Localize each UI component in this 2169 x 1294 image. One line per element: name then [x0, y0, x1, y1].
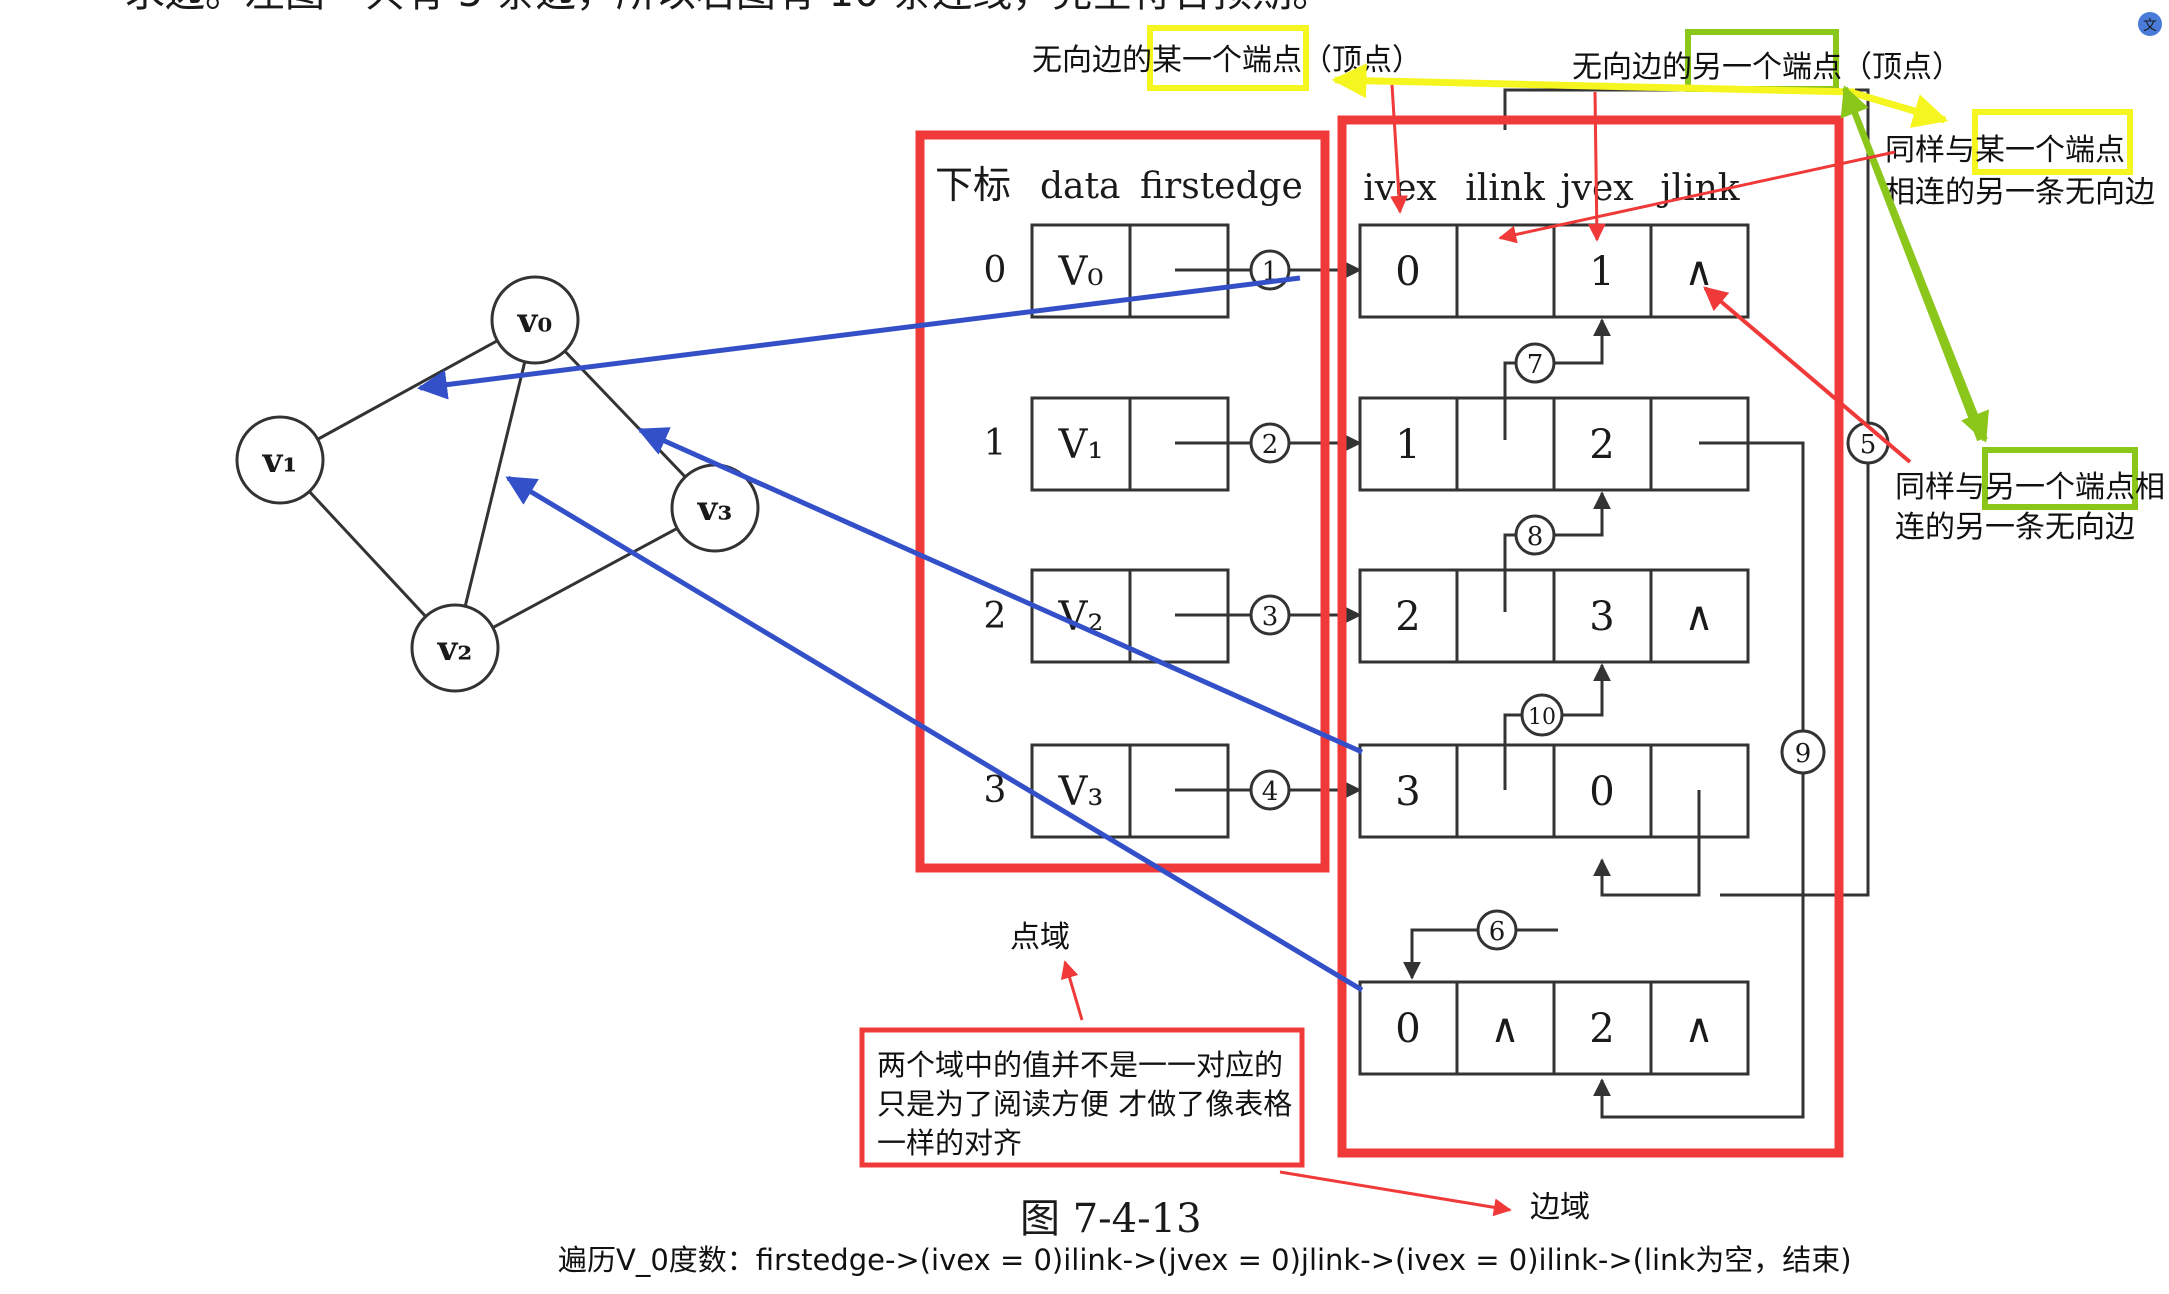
vertex-row-0: 0 V₀ 1	[984, 223, 1362, 319]
link-number: 2	[1262, 430, 1279, 460]
vertex-v2: v₂	[410, 603, 500, 693]
annotation-ivex: 无向边的某一个端点（顶点）	[1032, 43, 1422, 78]
figure-caption: 图 7-4-13	[1020, 1196, 1202, 1242]
vertex-table: 下标 data firstedge 0 V₀ 1 1 V₁ 2 2	[935, 163, 1362, 839]
vertex-label: v₁	[262, 441, 298, 481]
edge-v0-v1	[279, 318, 536, 462]
annotation-ilink-line2: 相连的另一条无向边	[1885, 175, 2155, 210]
ivex-value: 1	[1395, 422, 1420, 468]
blue-arrow-v3	[637, 427, 1364, 755]
red-arrow-jlink	[1703, 286, 1912, 464]
edge-domain-box	[1337, 115, 1844, 1158]
link-10: 10	[1503, 663, 1611, 790]
point-domain-label: 点域	[1010, 920, 1070, 955]
link-number: 4	[1262, 777, 1279, 807]
link-number: 10	[1528, 705, 1556, 730]
edge-row-0: 0 1 ∧	[1358, 223, 1750, 319]
vertex-v1: v₁	[235, 415, 325, 505]
highlight-box-ivex	[1147, 25, 1309, 91]
note-line-3: 一样的对齐	[877, 1126, 1022, 1160]
jvex-value: 2	[1589, 1006, 1614, 1052]
link-number: 5	[1860, 430, 1877, 460]
row-index: 0	[984, 250, 1007, 291]
link-9: 9	[1593, 441, 1826, 1119]
link-7: 7	[1503, 318, 1611, 440]
yellow-arrow-right	[1849, 88, 1949, 128]
note-line-2: 只是为了阅读方便 才做了像表格	[877, 1087, 1292, 1121]
annotation-jlink-line2: 连的另一条无向边	[1895, 510, 2135, 545]
red-arrow-point-domain	[1060, 960, 1084, 1021]
data-value: V₁	[1058, 422, 1104, 468]
bottom-text: 遍历V_0度数：firstedge->(ivex = 0)ilink->(jve…	[558, 1243, 1852, 1277]
edge-v2-v3	[454, 506, 716, 650]
ivex-value: 2	[1395, 594, 1420, 640]
point-domain-box	[915, 130, 1330, 873]
row-index: 3	[984, 770, 1007, 811]
top-text: 求边。左图一共有 5 条边，所以右图有 10 条连线，完全符合预期。	[125, 0, 1332, 16]
red-arrow-ilink	[1498, 150, 1896, 244]
jvex-value: 2	[1589, 422, 1614, 468]
header-index: 下标	[935, 163, 1011, 207]
vertex-label: v₀	[517, 301, 553, 341]
annotation-jvex: 无向边的另一个端点（顶点）	[1572, 50, 1962, 85]
translate-icon[interactable]: 文	[2138, 12, 2162, 36]
link-number: 9	[1795, 739, 1812, 769]
yellow-arrow-left	[1331, 63, 1856, 99]
row-index: 1	[984, 423, 1007, 464]
vertex-v0: v₀	[490, 275, 580, 365]
vertex-row-2: 2 V₂ 3	[984, 568, 1362, 664]
link-number: 8	[1527, 522, 1544, 552]
ivex-value: 0	[1395, 1006, 1420, 1052]
annotation-jlink-line1: 同样与另一个端点相	[1895, 470, 2165, 505]
vertex-row-1: 1 V₁ 2	[984, 396, 1362, 492]
red-arrow-ivex	[1389, 84, 1408, 214]
highlight-box-ilink	[1972, 109, 2133, 175]
header-data: data	[1040, 166, 1120, 207]
link-number: 3	[1262, 602, 1279, 632]
jlink-value: ∧	[1684, 1006, 1713, 1052]
data-value: V₃	[1058, 769, 1104, 815]
link-number: 6	[1489, 917, 1506, 947]
link-5: 5	[1503, 88, 1890, 897]
jvex-value: 3	[1589, 594, 1614, 640]
vertex-row-3: 3 V₃ 4	[984, 743, 1362, 839]
red-arrow-jvex	[1587, 91, 1606, 242]
edge-row-3: 3 0	[1358, 743, 1750, 839]
data-value: V₀	[1058, 249, 1104, 295]
svg-text:文: 文	[2143, 18, 2157, 34]
edge-row-4: 0 ∧ 2 ∧	[1358, 980, 1750, 1076]
jvex-value: 1	[1589, 249, 1614, 295]
vertex-label: v₂	[437, 629, 473, 669]
annotation-ilink-line1: 同样与某一个端点	[1885, 133, 2125, 168]
ilink-value: ∧	[1490, 1006, 1519, 1052]
header-ilink: ilink	[1465, 168, 1546, 209]
jlink-value: ∧	[1684, 249, 1713, 295]
ivex-value: 3	[1395, 769, 1420, 815]
blue-arrow-v0	[417, 275, 1301, 400]
edge-v0-v2	[453, 319, 537, 649]
row-index: 2	[984, 596, 1007, 637]
edge-domain-label: 边域	[1530, 1190, 1590, 1225]
vertex-label: v₃	[697, 489, 733, 529]
link-8: 8	[1503, 491, 1611, 612]
header-firstedge: firstedge	[1140, 166, 1303, 207]
edge-row-2: 2 3 ∧	[1358, 568, 1750, 664]
link-number: 7	[1527, 350, 1544, 380]
edge-table: ivex ilink jvex jlink 0 1 ∧ 1 2	[1358, 88, 1890, 1119]
undirected-graph: v₀ v₁ v₂ v₃	[235, 275, 760, 693]
red-arrow-edge-domain	[1279, 1170, 1512, 1217]
edge-row-1: 1 2	[1358, 396, 1750, 492]
note-box	[859, 1027, 1305, 1168]
highlight-box-jlink	[1982, 447, 2138, 510]
blue-arrow-v2	[505, 475, 1364, 993]
vertex-v3: v₃	[670, 463, 760, 553]
link-6: 6	[1403, 790, 1701, 980]
note-line-1: 两个域中的值并不是一一对应的	[877, 1048, 1283, 1082]
ivex-value: 0	[1395, 249, 1420, 295]
jvex-value: 0	[1589, 769, 1614, 815]
jlink-value: ∧	[1684, 594, 1713, 640]
